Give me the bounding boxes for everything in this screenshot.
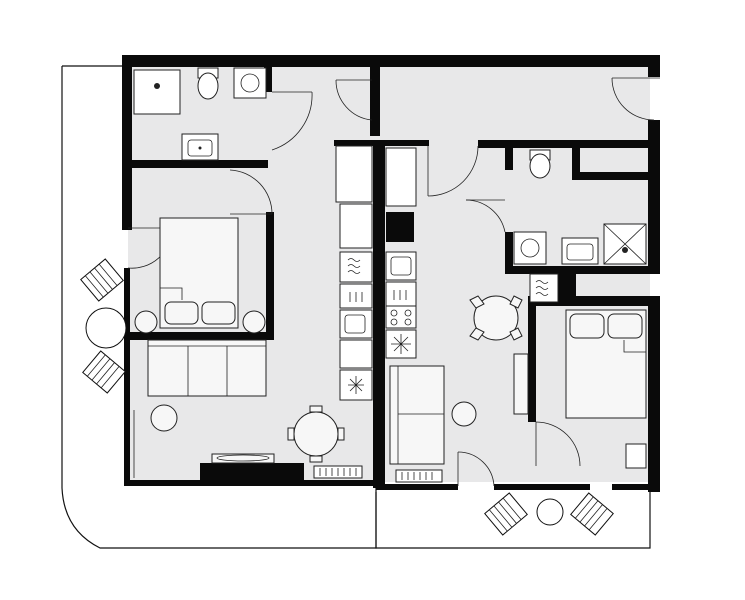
nightstand [625, 443, 647, 469]
lounge-chair-icon [484, 492, 528, 536]
pouf [150, 404, 178, 432]
left-terrace-furniture [80, 258, 127, 394]
shower-icon [133, 69, 181, 115]
bottom-balcony-furniture [484, 492, 614, 536]
pouf [451, 401, 477, 427]
toilet-icon [529, 149, 551, 179]
washbasin-icon [181, 133, 219, 161]
washbasin-icon [561, 237, 599, 265]
bedroom-1 [134, 217, 266, 334]
sink-icon [339, 309, 373, 339]
door-bedroom-2 [535, 421, 581, 467]
fridge-icon [335, 145, 373, 203]
left-terrace [61, 65, 377, 549]
double-bed-icon [565, 309, 647, 419]
door-right-top [611, 77, 660, 121]
doors [127, 77, 660, 487]
door-bath-2 [465, 199, 506, 233]
door-entry [335, 79, 373, 121]
bedroom-2 [565, 309, 647, 469]
door-balcony [457, 451, 495, 487]
shower-icon [603, 223, 647, 265]
lounge-chair-icon [570, 492, 614, 536]
cooktop-icon [385, 305, 417, 329]
patio-table-icon [85, 307, 127, 349]
walls [122, 55, 660, 492]
lounge-chair-icon [82, 350, 126, 394]
dining-table-icon [469, 295, 523, 341]
kitchen-2 [385, 147, 529, 483]
dishwasher-icon [385, 281, 417, 307]
nightstand-left [134, 310, 158, 334]
radiator-icon [313, 465, 363, 479]
door-bath-1 [271, 91, 313, 151]
washing-machine-icon [233, 67, 267, 99]
radiator-icon [395, 469, 443, 483]
living-room [133, 339, 363, 479]
washing-machine-icon [513, 231, 547, 265]
toilet-icon [197, 67, 219, 100]
sofa-icon [389, 365, 445, 465]
bathroom-1 [133, 67, 267, 161]
sofa-icon [147, 339, 267, 397]
dining-table-icon [287, 405, 345, 463]
tv-icon [513, 353, 529, 415]
tv-icon [211, 453, 275, 464]
lounge-chair-icon [80, 258, 124, 302]
door-hall [427, 145, 479, 197]
bottom-balcony [375, 492, 651, 549]
double-bed-icon [159, 217, 239, 329]
radiator-icon [529, 273, 559, 303]
patio-table-icon [536, 498, 564, 526]
fridge-icon [339, 369, 373, 401]
kitchen-1 [335, 145, 373, 401]
radiator-icon [339, 251, 373, 283]
washing-machine-icon [385, 251, 417, 281]
bathroom-2 [513, 149, 647, 303]
dishwasher-icon [339, 283, 373, 309]
door-bedroom-1 [229, 169, 273, 215]
nightstand-right [242, 310, 266, 334]
fridge-icon [385, 329, 417, 359]
